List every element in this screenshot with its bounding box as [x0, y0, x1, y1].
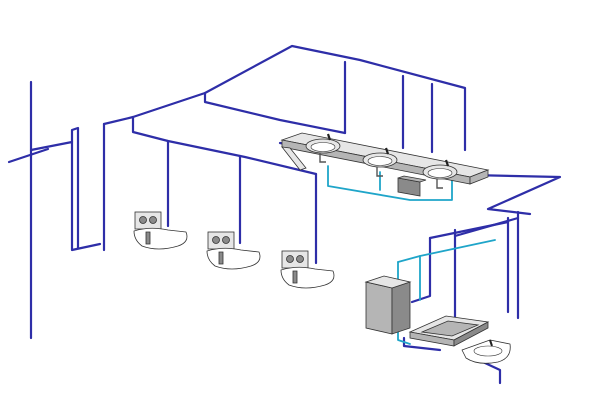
flush-valve-panel	[134, 211, 162, 230]
water-heater-top	[364, 275, 412, 289]
service-sink	[408, 315, 490, 347]
basin-bowl-icon	[427, 168, 453, 178]
hot-link-right	[419, 239, 496, 257]
water-heater	[364, 275, 412, 335]
urinal-trap-icon	[145, 231, 151, 245]
flush-valve-panel	[207, 231, 235, 250]
main-header-pipe	[102, 44, 467, 152]
faucet-icon	[326, 133, 332, 141]
small-basin	[461, 339, 511, 364]
basin-bowl-icon	[367, 156, 393, 166]
basin-trap-icon	[436, 179, 443, 189]
urinal-trap-icon	[292, 270, 298, 284]
vanity-hot-line	[327, 165, 453, 201]
flush-valve-panel	[281, 250, 309, 269]
counter-side	[469, 169, 489, 185]
water-heater-icon	[365, 281, 393, 335]
flush-button-icon	[139, 216, 147, 224]
flush-button-icon	[149, 216, 157, 224]
sink-feed	[402, 336, 442, 352]
basin-trap-icon	[319, 153, 326, 163]
right-branch-link2	[453, 216, 520, 238]
flush-button-icon	[212, 236, 220, 244]
faucet-icon	[444, 159, 450, 167]
basin-trap-icon	[376, 167, 383, 177]
wash-basin-2	[362, 147, 398, 177]
urinal-3	[280, 250, 335, 289]
urinal-bowl-icon	[280, 266, 335, 289]
left-horizontal-stub	[7, 147, 50, 164]
flush-button-icon	[286, 255, 294, 263]
faucet-icon	[384, 147, 390, 155]
small-basin-bowl	[473, 345, 503, 357]
flush-button-icon	[222, 236, 230, 244]
basin-bowl-icon	[310, 142, 336, 152]
urinal-2	[206, 231, 261, 270]
urinal-bowl-icon	[206, 247, 261, 270]
urinal-trap-icon	[218, 251, 224, 265]
under-counter-heater	[397, 175, 427, 197]
urinal-bowl-icon	[133, 227, 188, 250]
water-heater-side	[391, 281, 411, 335]
urinal-1	[133, 211, 188, 250]
flush-button-icon	[296, 255, 304, 263]
right-branch-heater	[410, 236, 432, 304]
wash-basin-3	[422, 159, 458, 189]
sink-basin-inner	[420, 320, 480, 337]
left-tall-return	[70, 126, 80, 250]
counter-skirt-left	[281, 146, 307, 171]
sink-side	[453, 321, 489, 347]
heater-top	[397, 175, 427, 183]
header-branch-1	[203, 91, 347, 135]
wash-basin-1	[305, 133, 341, 163]
faucet-icon	[489, 339, 493, 347]
left-branch	[29, 140, 102, 252]
